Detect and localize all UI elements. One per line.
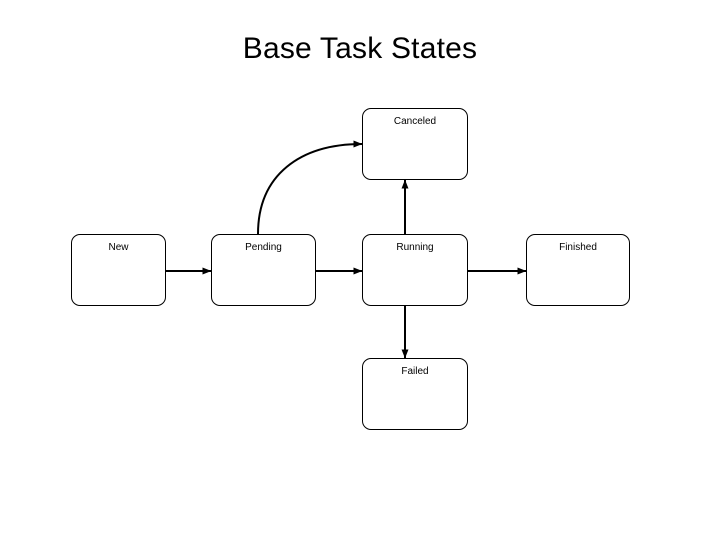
state-node-running[interactable]: Running <box>362 234 468 306</box>
state-node-new-label: New <box>108 242 129 253</box>
state-node-running-label: Running <box>396 242 434 253</box>
page-title: Base Task States <box>242 32 478 65</box>
state-node-new[interactable]: New <box>71 234 166 306</box>
edge-pending-to-canceled <box>257 140 363 235</box>
state-node-canceled-label: Canceled <box>393 116 437 127</box>
state-node-canceled[interactable]: Canceled <box>362 108 468 180</box>
state-node-finished[interactable]: Finished <box>526 234 630 306</box>
state-node-finished-label: Finished <box>559 242 597 253</box>
state-node-pending-label: Pending <box>245 242 282 253</box>
state-node-failed-label: Failed <box>401 366 429 377</box>
state-node-failed[interactable]: Failed <box>362 358 468 430</box>
state-node-pending[interactable]: Pending <box>211 234 316 306</box>
